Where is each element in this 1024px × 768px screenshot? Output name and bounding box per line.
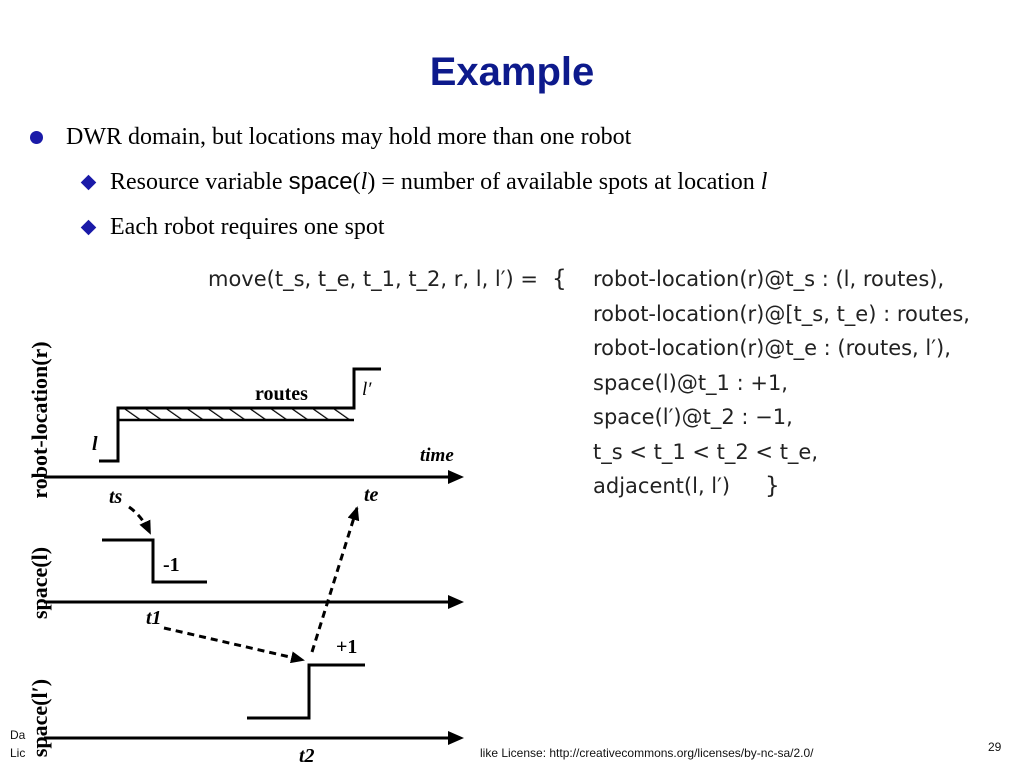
label-te: te <box>364 484 379 506</box>
label-lp: l′ <box>362 379 372 400</box>
label-ts: ts <box>109 486 123 508</box>
footer-license: like License: http://creativecommons.org… <box>480 746 814 760</box>
ylabel-space-l: space(l) <box>27 547 52 619</box>
routes-hatched-band <box>118 408 354 420</box>
bullet-1-text: DWR domain, but locations may hold more … <box>66 124 632 150</box>
ylabel-space-lp: space(l′) <box>27 679 52 757</box>
formula-head: move(t_s, t_e, t_1, t_2, r, l, l′) = <box>208 267 539 291</box>
label-minus-1: -1 <box>163 554 180 576</box>
label-t2: t2 <box>299 745 315 767</box>
formula-line-5: space(l′)@t_2 : −1, <box>593 405 793 429</box>
arrow-right-icon <box>448 595 464 609</box>
bullet-2-prefix: Resource variable <box>110 169 289 195</box>
slide-title: Example <box>429 50 595 94</box>
formula-line-7: adjacent(l, l′) <box>593 474 731 498</box>
bullet-3: Each robot requires one spot <box>80 212 385 242</box>
t1-dashed-arrow <box>163 626 305 664</box>
formula-line-4: space(l)@t_1 : +1, <box>593 371 788 395</box>
space-lp-step <box>247 663 365 720</box>
footer-left-line-1: Da <box>10 728 26 742</box>
ylabel-robot-location: robot-location(r) <box>27 341 52 498</box>
te-dashed-arrow <box>310 506 360 653</box>
bullet-dot-icon <box>30 131 43 144</box>
formula-open-brace: { <box>552 266 567 292</box>
bullet-1: DWR domain, but locations may hold more … <box>30 122 632 152</box>
formula-line-3: robot-location(r)@t_e : (routes, l′), <box>593 336 951 360</box>
label-l: l <box>92 433 98 455</box>
formula-line-1: robot-location(r)@t_s : (l, routes), <box>593 267 945 291</box>
label-time: time <box>420 445 454 466</box>
bullet-2-fn: space <box>288 168 353 195</box>
label-plus-1: +1 <box>336 636 357 658</box>
bullet-2-mid: = number of available spots at location <box>375 169 761 195</box>
bullet-2-close: ) <box>367 169 376 195</box>
arrow-right-icon <box>448 731 464 745</box>
page-number: 29 <box>988 740 1002 754</box>
label-routes: routes <box>255 383 308 405</box>
space-l-step <box>102 538 207 584</box>
arrow-right-icon <box>448 470 464 484</box>
formula-close-brace: } <box>765 473 780 499</box>
formula-line-2: robot-location(r)@[t_s, t_e) : routes, <box>593 302 970 326</box>
ts-dashed-arrow <box>128 505 152 535</box>
bullet-2-open: ( <box>352 169 361 195</box>
label-t1: t1 <box>146 607 162 629</box>
bullet-2-tail: l <box>760 169 768 195</box>
bullet-3-text: Each robot requires one spot <box>110 214 385 240</box>
formula-line-6: t_s < t_1 < t_2 < t_e, <box>593 440 819 464</box>
bullet-2: Resource variable space(l) = number of a… <box>80 167 768 197</box>
footer-left-line-2: Lic <box>10 746 26 760</box>
bullet-2-var: l <box>360 169 368 195</box>
